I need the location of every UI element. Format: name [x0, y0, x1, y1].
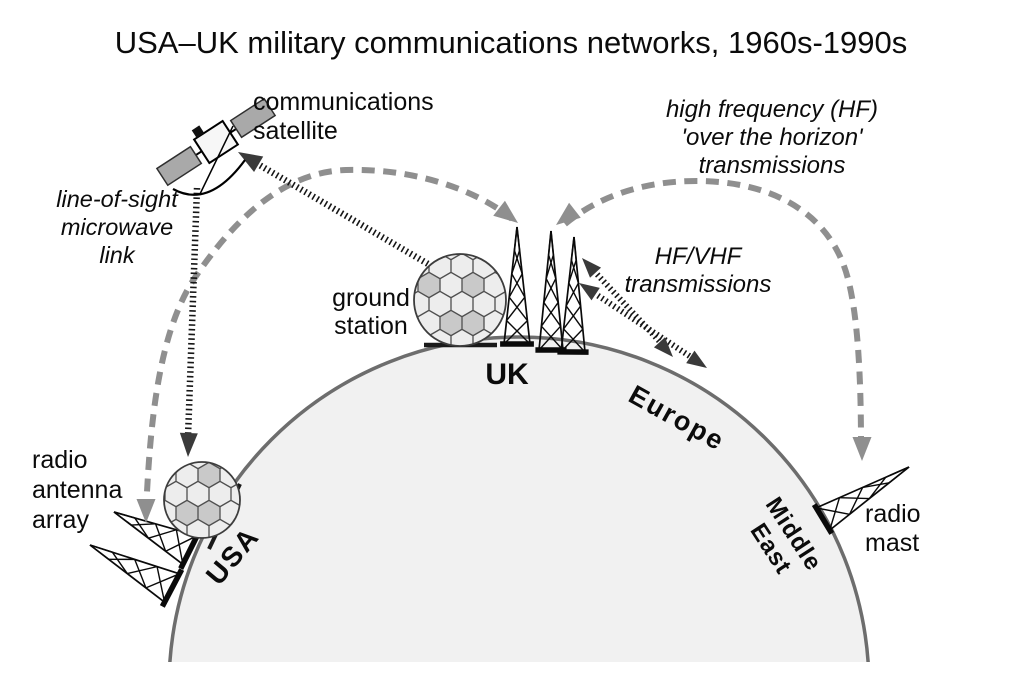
uk-radio-tower-3 [557, 236, 589, 355]
earth-globe [168, 335, 870, 662]
ground-station-label-line2: station [334, 312, 408, 340]
dark-arrowhead-usa-downlink [179, 432, 198, 457]
satellite-sensor [191, 125, 205, 138]
uk-radio-tower-2 [535, 230, 567, 353]
hf-vhf-label-line2: transmissions [625, 271, 772, 298]
satellite-solar-panel-left [155, 145, 203, 187]
uk-ground-station-dome [413, 253, 507, 347]
ground-station-label-line1: ground [332, 284, 410, 312]
gray-arrowhead-middle-east-mast [852, 437, 872, 461]
satellite-solar-panel-right [229, 97, 277, 139]
uk-radio-tower-1 [500, 226, 534, 347]
hf-vhf-link-2 [592, 290, 693, 360]
satellite-body [192, 119, 240, 165]
gray-arrowhead-uk-towers-east [556, 202, 581, 225]
satellite-label-line2: satellite [253, 117, 338, 145]
radio-array-label-line1: radio [32, 446, 88, 474]
hf-arc-usa-uk [143, 166, 514, 514]
dark-arrowhead-satellite-uplink [238, 152, 264, 172]
satellite-uplink-uk [254, 160, 442, 274]
dark-arrowhead-hfvhf-2-up [579, 283, 600, 301]
radio-mast-label-line2: mast [865, 529, 919, 557]
hf-over-horizon-label-line1: high frequency (HF) [666, 96, 878, 123]
radio-mast-label-line1: radio [865, 500, 921, 528]
line-of-sight-label-line3: link [99, 242, 136, 268]
dark-arrowhead-hfvhf-1-up [582, 258, 602, 278]
dark-arrowhead-hfvhf-2-down [686, 350, 707, 368]
middle-east-radio-mast [811, 466, 910, 535]
satellite-antenna-boom [199, 125, 234, 195]
gray-arrowhead-uk-towers-west [493, 200, 518, 223]
region-label-uk: UK [485, 358, 529, 391]
satellite-dish-arc [172, 159, 246, 196]
usa-antenna-array-mast-2 [89, 544, 185, 608]
hf-over-horizon-label-line3: transmissions [699, 152, 846, 179]
communications-satellite-icon [155, 97, 277, 196]
line-of-sight-label-line2: microwave [61, 214, 173, 240]
gray-arrowhead-usa-array [136, 499, 156, 523]
dark-arrowhead-hfvhf-1-down [653, 337, 673, 357]
radio-array-label-line3: array [32, 506, 89, 534]
diagram-title: USA–UK military communications networks,… [115, 25, 908, 60]
hf-over-horizon-label-line2: 'over the horizon' [681, 124, 864, 151]
hf-vhf-label-line1: HF/VHF [655, 243, 743, 270]
radio-array-label-line2: antenna [32, 476, 122, 504]
satellite-downlink-usa-microwave-link [184, 187, 201, 438]
line-of-sight-label-line1: line-of-sight [56, 186, 179, 212]
usa-ground-station-dome [163, 461, 241, 539]
hf-arc-uk-middle-east [563, 177, 864, 445]
satellite-label-line1: communications [253, 88, 434, 116]
arrowheads [136, 152, 872, 523]
